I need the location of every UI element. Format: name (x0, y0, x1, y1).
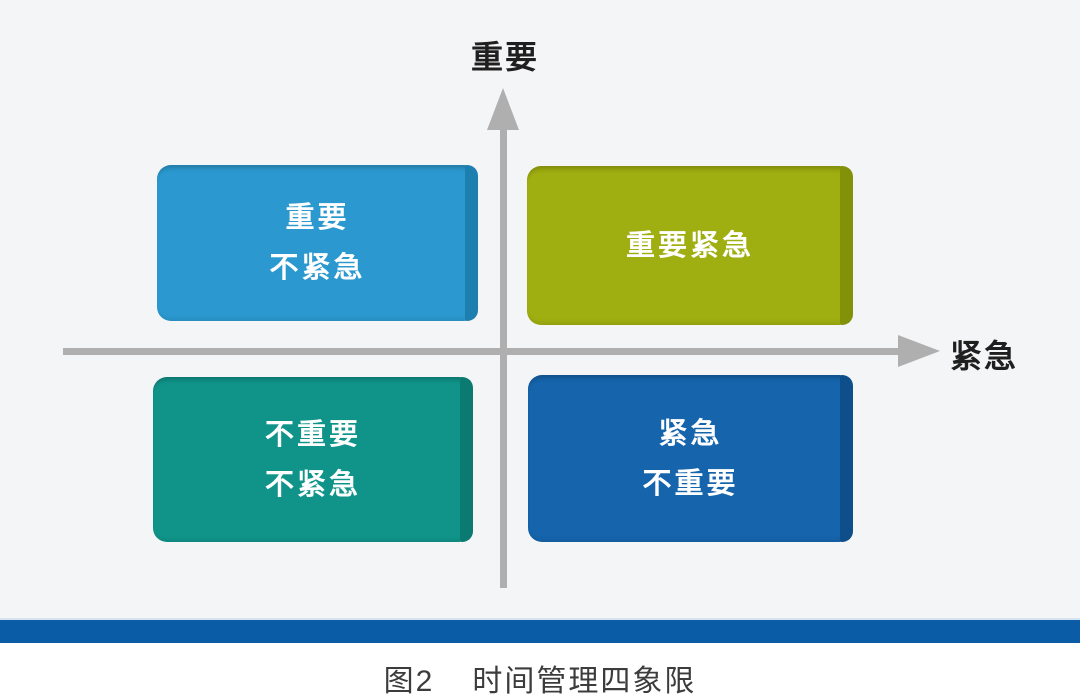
quadrant-urgent-not-important: 紧急 不重要 (528, 375, 853, 542)
x-axis-arrowhead-icon (898, 335, 940, 367)
figure-caption: 图2 时间管理四象限 (0, 656, 1080, 699)
quadrant-label-line: 不重要 (642, 467, 739, 500)
quadrant-important-urgent: 重要紧急 (527, 166, 853, 325)
quadrant-label: 紧急 不重要 (528, 375, 853, 542)
figure-caption-number: 图2 (383, 665, 435, 698)
quadrant-not-important-not-urgent: 不重要 不紧急 (153, 377, 473, 542)
quadrant-3d-edge (465, 165, 478, 321)
quadrant-3d-edge (840, 375, 853, 542)
quadrant-label-line: 不紧急 (269, 252, 366, 284)
y-axis-line (500, 126, 507, 588)
quadrant-3d-edge (460, 377, 473, 542)
figure-caption-title: 时间管理四象限 (472, 665, 697, 698)
x-axis-line (63, 348, 901, 355)
quadrant-label-line: 重要 (285, 202, 350, 234)
quadrant-label-line: 紧急 (658, 417, 723, 450)
bottom-divider-bar (0, 618, 1080, 643)
quadrant-label: 重要 不紧急 (157, 165, 478, 321)
quadrant-label: 重要紧急 (527, 166, 853, 325)
quadrant-label: 不重要 不紧急 (153, 377, 473, 542)
y-axis-arrowhead-icon (487, 88, 519, 130)
quadrant-3d-edge (840, 166, 853, 325)
x-axis-label: 紧急 (950, 338, 1019, 374)
quadrant-label-line: 重要紧急 (625, 229, 754, 262)
y-axis-label: 重要 (470, 39, 539, 75)
quadrant-label-line: 不重要 (264, 418, 361, 451)
quadrant-label-line: 不紧急 (264, 468, 361, 501)
quadrant-important-not-urgent: 重要 不紧急 (157, 165, 478, 321)
